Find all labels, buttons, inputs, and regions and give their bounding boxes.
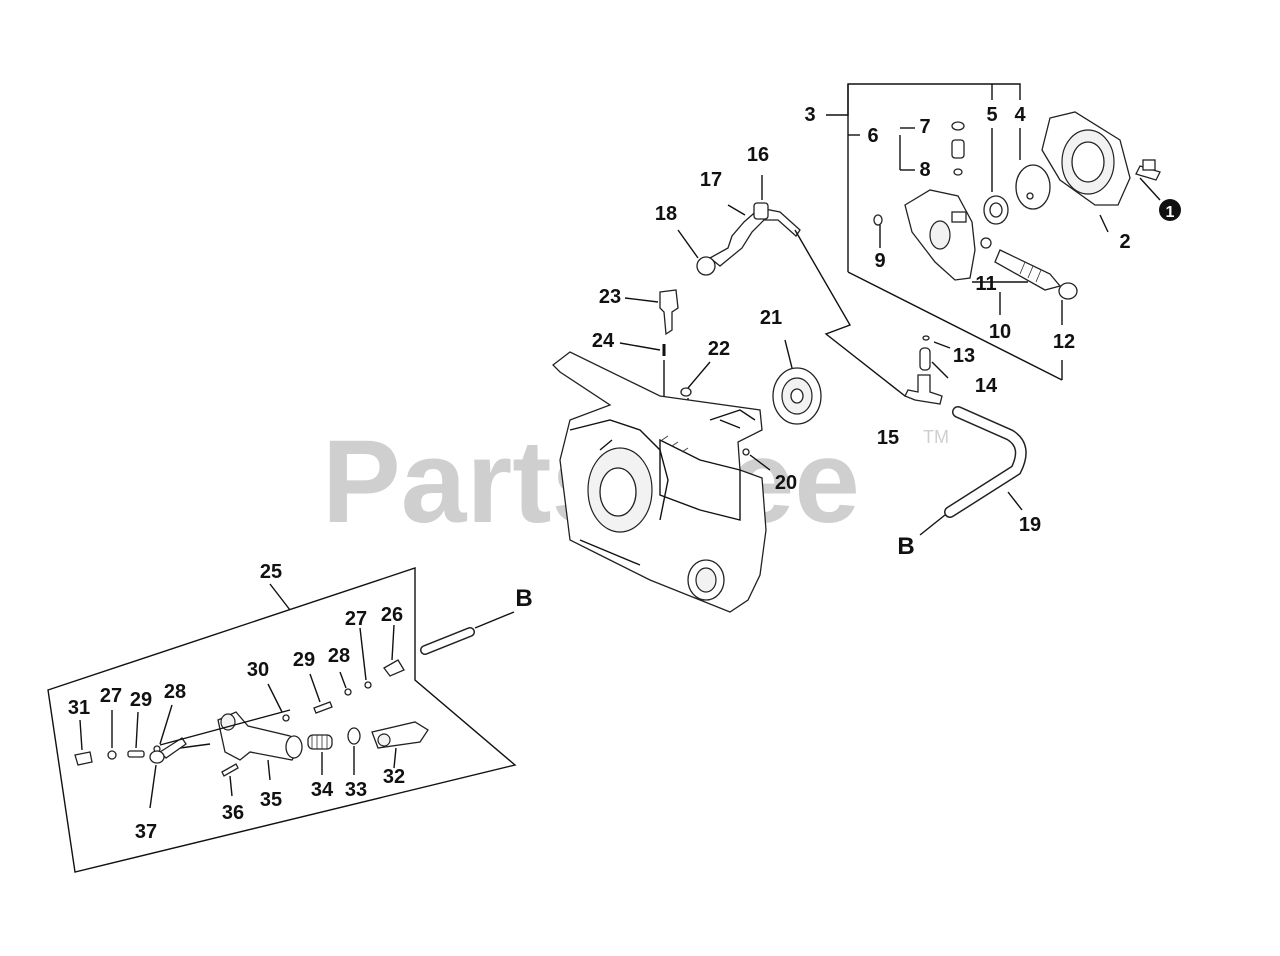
part-label-22: 22: [708, 338, 730, 360]
pump-body: [904, 189, 976, 281]
oil-line-path: [794, 229, 906, 397]
part-label-21: 21: [760, 307, 782, 329]
pump-cover-plate: [1041, 111, 1131, 206]
callout-number: 1: [1166, 204, 1175, 221]
part-label-27-left: 27: [100, 685, 122, 707]
part-label-36: 36: [222, 802, 244, 824]
oil-line-fittings: [904, 335, 951, 405]
crankcase-housing: [552, 351, 767, 613]
pump-bolt: [1135, 159, 1161, 181]
adjuster-group-bracket: [47, 567, 517, 873]
watermark-trademark: TM: [923, 427, 949, 447]
part-label-23: 23: [599, 286, 621, 308]
part-label-13: 13: [953, 345, 975, 367]
part-label-20: 20: [775, 472, 797, 494]
part-label-12: 12: [1053, 331, 1075, 353]
part-label-32: 32: [383, 766, 405, 788]
part-label-26: 26: [381, 604, 403, 626]
part-label-30: 30: [247, 659, 269, 681]
part-label-31: 31: [68, 697, 90, 719]
part-label-7: 7: [919, 116, 930, 138]
part-label-28-left: 28: [164, 681, 186, 703]
part-label-37: 37: [135, 821, 157, 843]
connector-label-b-upper: B: [897, 533, 914, 560]
part-label-33: 33: [345, 779, 367, 801]
part-label-6: 6: [867, 125, 878, 147]
part-label-35: 35: [260, 789, 282, 811]
part-label-17: 17: [700, 169, 722, 191]
part-label-3: 3: [804, 104, 815, 126]
pump-gasket: [1015, 164, 1051, 210]
part-label-27-right: 27: [345, 608, 367, 630]
part-label-5: 5: [986, 104, 997, 126]
part-label-16: 16: [747, 144, 769, 166]
part-label-28-right: 28: [328, 645, 350, 667]
part-label-8: 8: [919, 159, 930, 181]
part-label-4: 4: [1014, 104, 1026, 126]
part-label-29-right: 29: [293, 649, 315, 671]
pump-worm-shaft: [994, 249, 1078, 300]
oil-pump-group-bracket: [826, 83, 1161, 381]
part-label-2: 2: [1119, 231, 1130, 253]
part-label-9: 9: [874, 250, 885, 272]
part-label-11: 11: [975, 273, 996, 295]
part-label-25: 25: [260, 561, 282, 583]
part-label-19: 19: [1019, 514, 1041, 536]
part-label-18: 18: [655, 203, 677, 225]
pump-small-parts: [873, 121, 992, 249]
oil-hose: [919, 406, 1027, 536]
callout-circle-icon: [1159, 199, 1181, 221]
part-label-29-left: 29: [130, 689, 152, 711]
pump-seal: [983, 195, 1009, 225]
clutch-drum-part: [772, 339, 822, 425]
part-label-15: 15: [877, 427, 899, 449]
part-label-10: 10: [989, 321, 1011, 343]
connector-label-b-lower: B: [515, 585, 532, 612]
part-label-14: 14: [975, 375, 998, 397]
oil-tube-assembly: [677, 175, 801, 276]
adjuster-tube: [420, 611, 515, 655]
part-label-24: 24: [592, 330, 615, 352]
adjuster-parts: [74, 624, 429, 809]
part-label-34: 34: [311, 779, 334, 801]
